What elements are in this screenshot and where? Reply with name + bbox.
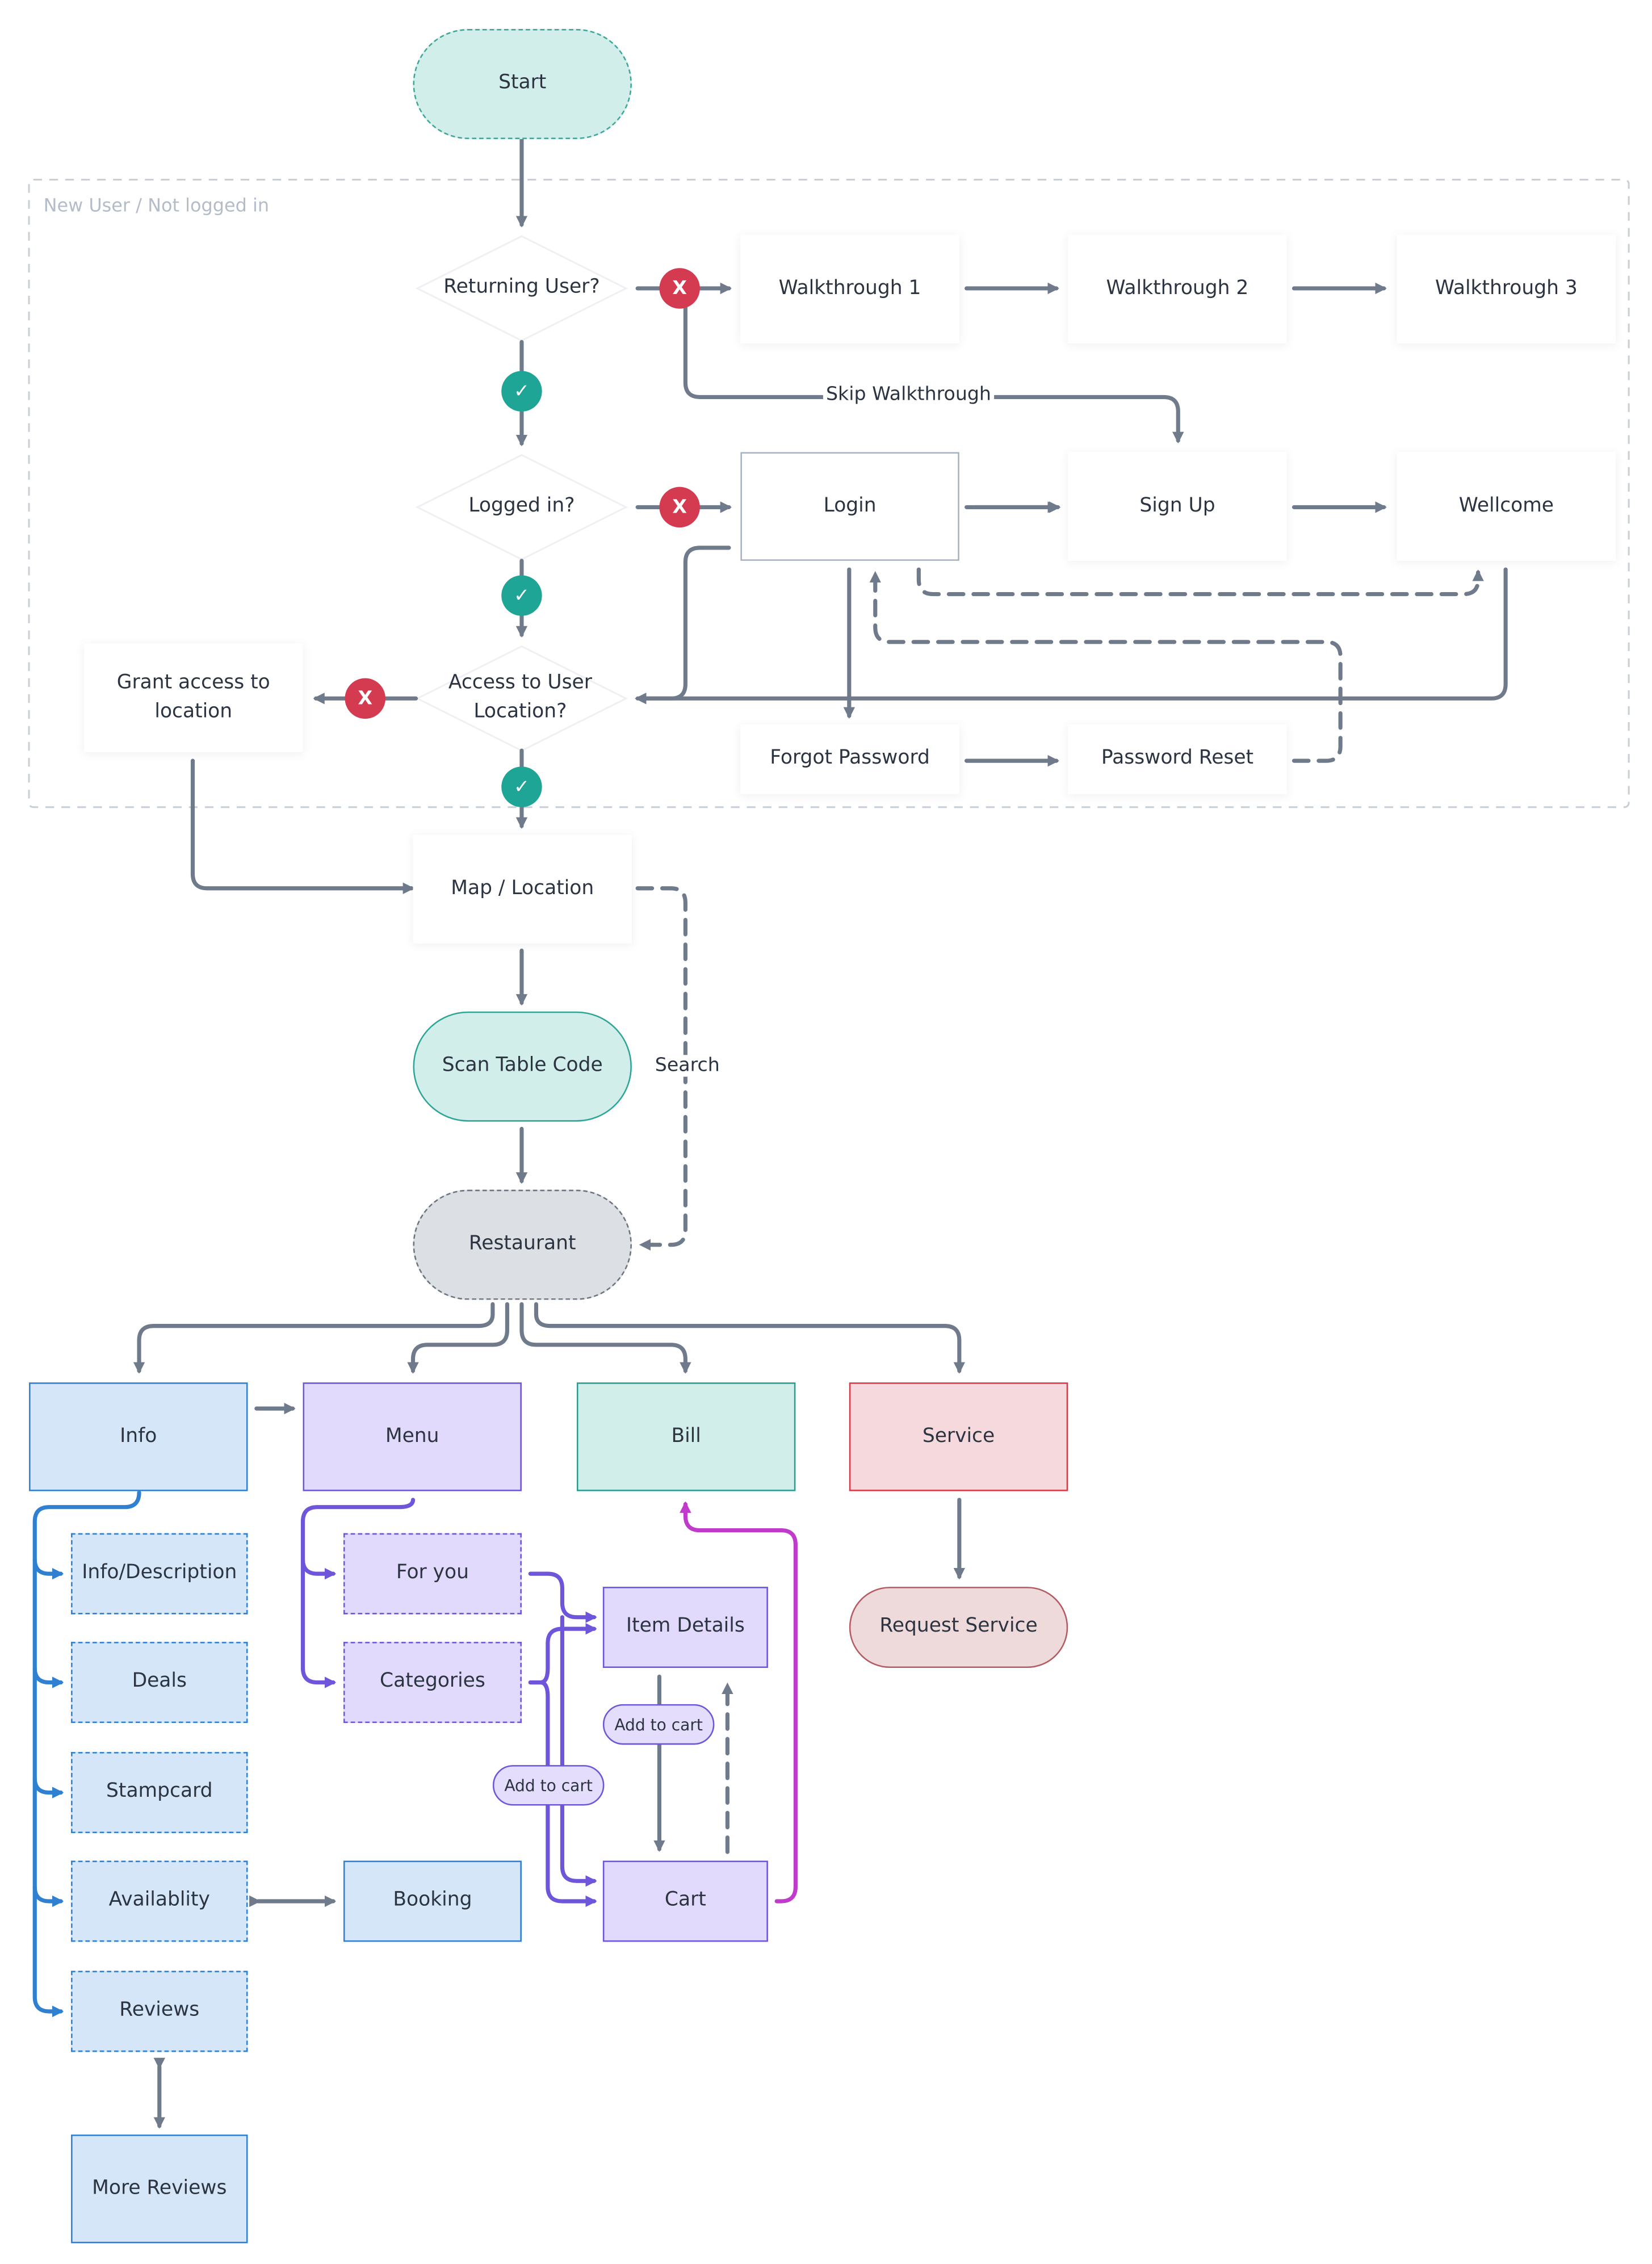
access-location-decision[interactable]: Access to User Location?	[448, 671, 592, 723]
add-to-cart-label-item: Add to cart	[602, 1704, 715, 1745]
group-label: New User / Not logged in	[43, 194, 270, 216]
stampcard-node[interactable]: Stampcard	[71, 1752, 248, 1834]
item-details-node[interactable]: Item Details	[602, 1587, 768, 1668]
request-service-node[interactable]: Request Service	[849, 1587, 1068, 1668]
info-node[interactable]: Info	[29, 1382, 248, 1491]
login-node[interactable]: Login	[740, 452, 959, 561]
deals-node[interactable]: Deals	[71, 1642, 248, 1724]
more-reviews-node[interactable]: More Reviews	[71, 2134, 248, 2244]
reviews-node[interactable]: Reviews	[71, 1970, 248, 2052]
start-node[interactable]: Start	[413, 29, 632, 140]
grant-access-node[interactable]: Grant access to location	[84, 643, 303, 752]
availability-node[interactable]: Availablity	[71, 1860, 248, 1942]
no-badge-location: X	[345, 678, 385, 719]
sign-up-node[interactable]: Sign Up	[1068, 452, 1287, 561]
skip-walkthrough-label: Skip Walkthrough	[823, 384, 995, 406]
yes-badge-location: ✓	[501, 766, 542, 807]
yes-badge-logged-in: ✓	[501, 575, 542, 616]
info-description-node[interactable]: Info/Description	[71, 1533, 248, 1615]
booking-node[interactable]: Booking	[343, 1860, 522, 1942]
cart-to-bill-connector	[680, 1501, 798, 1904]
restaurant-node[interactable]: Restaurant	[413, 1189, 632, 1300]
gray-connectors	[133, 137, 1508, 2129]
returning-user-decision[interactable]: Returning User?	[443, 275, 600, 299]
walkthrough-2-node[interactable]: Walkthrough 2	[1068, 234, 1287, 343]
cart-node[interactable]: Cart	[602, 1860, 768, 1942]
password-reset-node[interactable]: Password Reset	[1068, 724, 1287, 794]
search-label: Search	[652, 1055, 723, 1077]
forgot-password-node[interactable]: Forgot Password	[740, 724, 959, 794]
new-user-group-frame	[28, 178, 1630, 808]
map-location-node[interactable]: Map / Location	[413, 835, 632, 944]
no-badge-returning-user: X	[659, 268, 700, 309]
categories-node[interactable]: Categories	[343, 1642, 522, 1724]
logged-in-decision[interactable]: Logged in?	[468, 494, 575, 518]
walkthrough-1-node[interactable]: Walkthrough 1	[740, 234, 959, 343]
for-you-node[interactable]: For you	[343, 1533, 522, 1615]
bill-node[interactable]: Bill	[576, 1382, 796, 1491]
service-node[interactable]: Service	[849, 1382, 1068, 1491]
scan-table-code-node[interactable]: Scan Table Code	[413, 1011, 632, 1122]
walkthrough-3-node[interactable]: Walkthrough 3	[1397, 234, 1616, 343]
info-branch-connectors	[32, 1490, 141, 2018]
yes-badge-returning-user: ✓	[501, 371, 542, 412]
add-to-cart-label-categories: Add to cart	[492, 1765, 605, 1806]
menu-node[interactable]: Menu	[303, 1382, 522, 1491]
welcome-node[interactable]: Wellcome	[1397, 452, 1616, 561]
no-badge-logged-in: X	[659, 487, 700, 528]
